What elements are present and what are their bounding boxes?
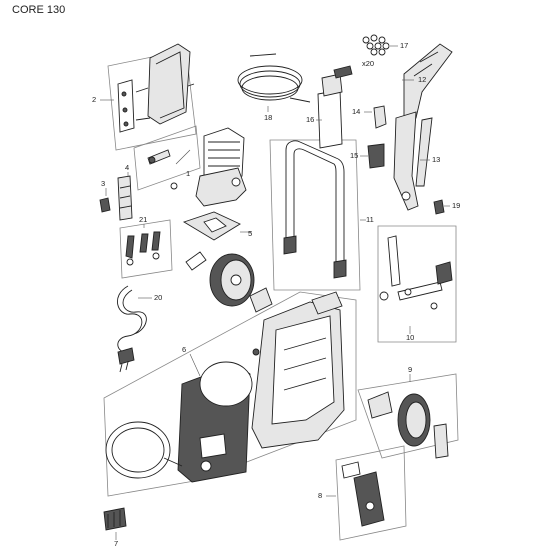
part-17-o-rings	[362, 34, 390, 56]
group-box-6	[103, 291, 357, 497]
part-10-holders	[379, 235, 453, 310]
part-4-hose-holder	[117, 175, 133, 221]
callout-15: 15	[350, 151, 358, 160]
group-box-11	[269, 139, 361, 291]
part-14-nozzle	[373, 105, 387, 129]
callout-4: 4	[125, 163, 129, 172]
callout-18: 18	[264, 113, 272, 122]
part-21-fuses	[125, 231, 161, 266]
part-5-seal-plate	[182, 211, 241, 241]
part-8-handle-insert	[341, 461, 385, 527]
part-6-hose-reel-disc	[105, 421, 183, 479]
page-title: CORE 130	[12, 4, 66, 16]
part-2-rear-housing	[117, 43, 195, 133]
callout-1: 1	[186, 169, 190, 178]
group-box-9	[357, 373, 459, 459]
part-wheel-and-cover	[185, 251, 273, 313]
part-15-nozzle	[367, 143, 385, 169]
group-box-21	[119, 219, 173, 279]
group-box-1	[133, 125, 201, 191]
leader-lines	[100, 45, 450, 540]
part-12-spray-gun	[403, 43, 453, 119]
group-box-10	[377, 225, 457, 343]
callout-19: 19	[452, 201, 460, 210]
part-18-hose	[237, 53, 311, 103]
callout-20: 20	[154, 293, 162, 302]
part-16-detergent-bottle	[317, 65, 353, 149]
part-7-inlet-connector	[103, 507, 127, 531]
callout-10: 10	[406, 333, 414, 342]
callout-8: 8	[318, 491, 322, 500]
part-20-power-cord	[117, 285, 147, 373]
callout-14: 14	[352, 107, 360, 116]
part-9-wheel	[367, 391, 449, 459]
callout-21: 21	[139, 215, 147, 224]
group-box-8	[335, 445, 407, 541]
callout-7: 7	[114, 539, 118, 548]
callout-9: 9	[408, 365, 412, 374]
part-6-frame	[251, 291, 345, 449]
callout-3: 3	[101, 179, 105, 188]
qty-label: x20	[362, 59, 374, 68]
part-13-lance	[393, 111, 433, 211]
callout-2: 2	[92, 95, 96, 104]
part-3-clip	[99, 197, 111, 213]
part-11-handle-frame	[283, 140, 347, 279]
part-6-front-cover	[177, 361, 253, 483]
callout-17: 17	[400, 41, 408, 50]
callout-12: 12	[418, 75, 426, 84]
part-19-clip	[433, 199, 445, 215]
part-1-pump-motor	[147, 127, 247, 207]
callout-5: 5	[248, 229, 252, 238]
callout-11: 11	[366, 215, 374, 224]
callout-13: 13	[432, 155, 440, 164]
callout-6: 6	[182, 345, 186, 354]
callout-16: 16	[306, 115, 314, 124]
